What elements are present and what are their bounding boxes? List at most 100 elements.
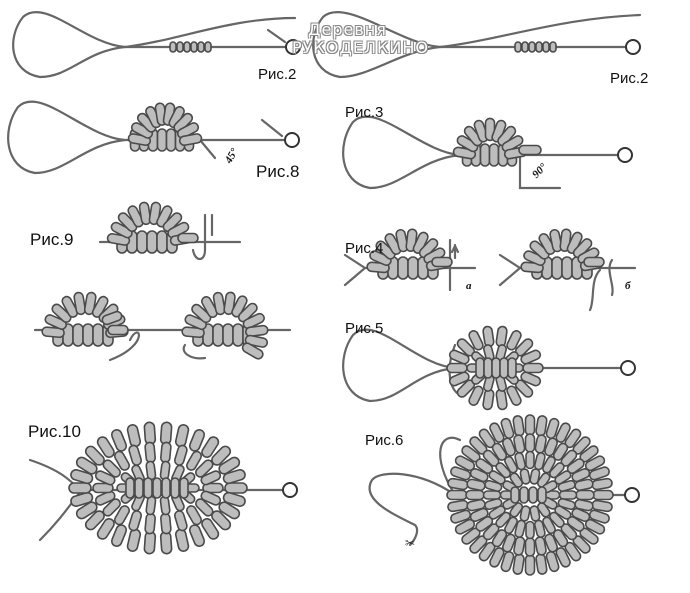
bead bbox=[174, 424, 190, 448]
bead bbox=[201, 436, 220, 458]
bead bbox=[502, 533, 516, 553]
bead bbox=[584, 455, 606, 472]
bead bbox=[125, 477, 135, 499]
bead bbox=[542, 41, 550, 53]
bead bbox=[160, 512, 172, 535]
bead bbox=[126, 424, 142, 448]
bead bbox=[528, 486, 538, 504]
bead bbox=[518, 144, 542, 156]
bead bbox=[558, 490, 578, 500]
bead bbox=[525, 450, 535, 470]
wire-ring bbox=[282, 482, 298, 498]
bead bbox=[160, 441, 172, 464]
wire bbox=[368, 472, 457, 547]
bead bbox=[231, 295, 248, 318]
bead bbox=[128, 444, 143, 466]
bead bbox=[146, 230, 158, 254]
wire bbox=[260, 118, 284, 138]
bead bbox=[113, 450, 130, 471]
bead bbox=[557, 479, 576, 492]
bead bbox=[397, 256, 409, 280]
bead bbox=[159, 530, 173, 555]
bead bbox=[195, 498, 214, 517]
bead bbox=[186, 450, 203, 471]
wire bbox=[312, 10, 442, 79]
bead bbox=[495, 325, 508, 348]
label-fig10: Рис.10 bbox=[28, 422, 81, 441]
bead bbox=[181, 326, 205, 339]
bead bbox=[188, 429, 206, 452]
bead bbox=[101, 310, 123, 326]
bead bbox=[143, 530, 157, 555]
bead bbox=[506, 330, 522, 351]
bead bbox=[200, 490, 222, 506]
bead bbox=[535, 553, 548, 575]
bead bbox=[519, 468, 531, 485]
bead bbox=[536, 472, 551, 488]
wire bbox=[438, 13, 642, 49]
bead bbox=[237, 302, 258, 323]
bead bbox=[212, 323, 224, 347]
bead bbox=[584, 518, 606, 535]
bead bbox=[73, 291, 87, 316]
bead bbox=[482, 325, 495, 348]
bead bbox=[499, 357, 509, 379]
bead bbox=[113, 505, 130, 526]
wire bbox=[343, 253, 367, 287]
bead bbox=[188, 524, 206, 547]
bead bbox=[212, 291, 226, 316]
label-fig3: Рис.3 bbox=[345, 104, 384, 121]
label-fig2a: Рис.2 bbox=[258, 66, 297, 83]
bead bbox=[169, 41, 177, 53]
bead bbox=[174, 528, 190, 552]
label-fig4-a: а bbox=[466, 280, 472, 292]
bead bbox=[495, 388, 508, 411]
wire bbox=[7, 100, 127, 175]
bead bbox=[542, 516, 556, 535]
bead bbox=[555, 422, 571, 443]
bead bbox=[524, 537, 536, 557]
bead bbox=[549, 462, 565, 479]
bead bbox=[469, 467, 489, 483]
bead bbox=[75, 456, 98, 475]
bead bbox=[512, 553, 525, 575]
bead bbox=[170, 477, 180, 499]
bead bbox=[495, 462, 511, 479]
bead bbox=[242, 312, 265, 330]
bead bbox=[84, 510, 105, 531]
bead bbox=[450, 509, 472, 524]
bead bbox=[561, 256, 573, 280]
bead bbox=[110, 524, 128, 547]
bead bbox=[162, 212, 183, 233]
label-fig6: Рис.6 bbox=[365, 432, 404, 449]
label-fig5: Рис.5 bbox=[345, 320, 384, 337]
bead bbox=[468, 330, 484, 351]
wire bbox=[450, 244, 460, 254]
bead bbox=[483, 357, 493, 379]
label-fig9: Рис.9 bbox=[30, 230, 74, 249]
bead bbox=[178, 133, 203, 147]
bead bbox=[519, 486, 529, 504]
bead bbox=[524, 414, 536, 436]
bead bbox=[218, 501, 241, 520]
bead bbox=[450, 466, 472, 481]
bead bbox=[519, 505, 531, 522]
bead bbox=[44, 314, 67, 330]
bead bbox=[136, 230, 148, 254]
bead bbox=[520, 349, 542, 365]
bead bbox=[197, 41, 205, 53]
bead bbox=[200, 296, 218, 319]
bead bbox=[156, 128, 168, 152]
bead bbox=[502, 437, 516, 457]
bead bbox=[489, 547, 505, 568]
wire bbox=[588, 268, 602, 312]
bead bbox=[145, 460, 157, 481]
bead bbox=[159, 460, 171, 481]
bead bbox=[117, 212, 138, 233]
bead bbox=[92, 323, 104, 347]
bead bbox=[195, 459, 214, 478]
bead bbox=[522, 362, 544, 374]
bead bbox=[468, 385, 484, 406]
bead bbox=[102, 498, 121, 517]
